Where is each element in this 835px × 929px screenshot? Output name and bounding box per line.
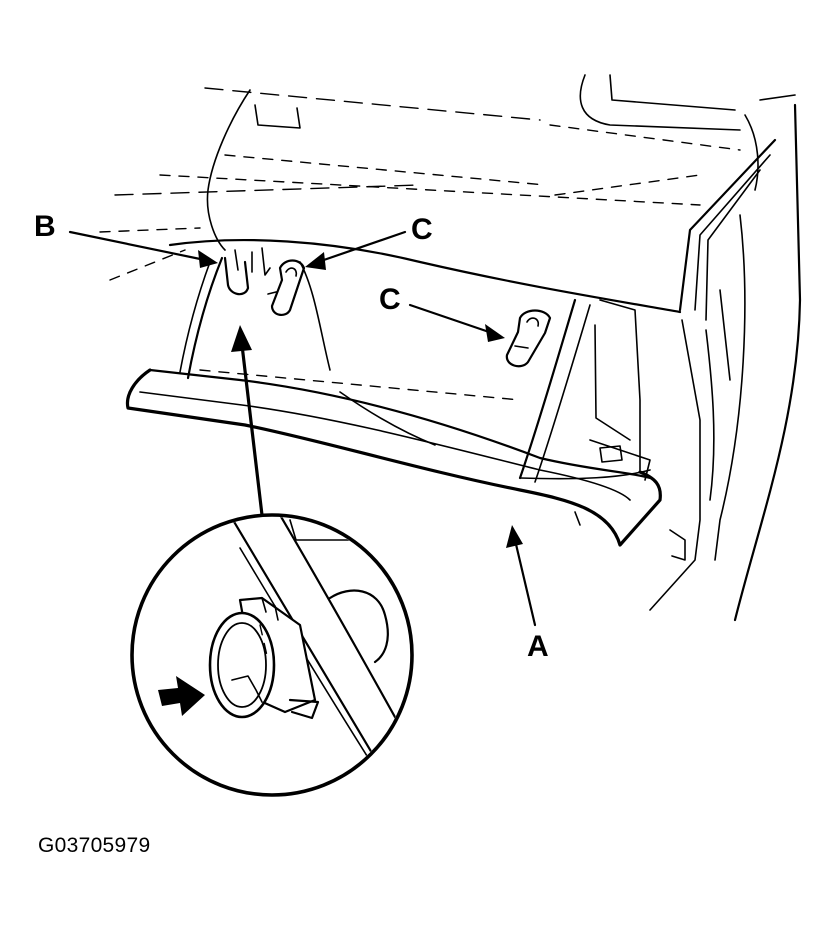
callout-c-left: C [411, 213, 433, 246]
glove-box [125, 256, 662, 547]
damper-clip-c-right [505, 309, 552, 368]
magnified-clip-circle-icon [130, 513, 414, 797]
callout-a: A [527, 630, 549, 663]
leader-arrows [68, 230, 537, 627]
callout-c-right: C [379, 283, 401, 316]
push-direction-arrow-icon [158, 676, 205, 716]
damper-clip-c-left [267, 259, 306, 316]
dashboard-lower-edge [168, 238, 682, 314]
stopper-b [223, 247, 271, 296]
side-panel [649, 103, 802, 622]
dashboard-outline [99, 74, 796, 281]
callout-b: B [34, 210, 56, 243]
figure-id: G03705979 [38, 834, 151, 857]
